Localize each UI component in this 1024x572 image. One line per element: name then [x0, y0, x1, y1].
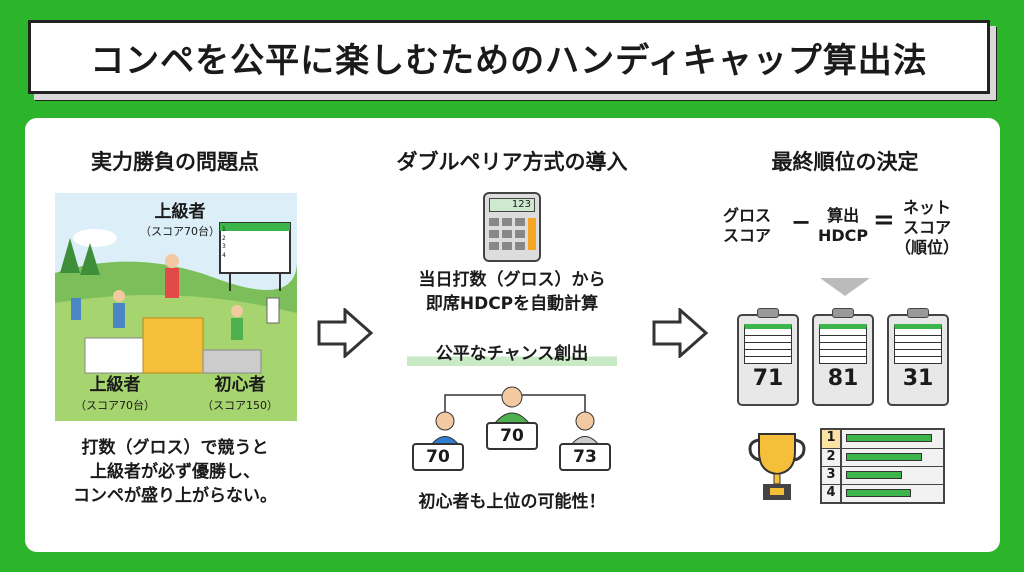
- rank-row: 1: [822, 430, 943, 448]
- score-card: 31: [887, 308, 949, 406]
- rank-row: 2: [822, 448, 943, 466]
- left-player-label: 上級者: [89, 375, 141, 395]
- net-score-value: 31: [902, 366, 934, 391]
- trophy-icon: [748, 433, 806, 500]
- net-score-value: 71: [752, 366, 784, 391]
- arrow-right-icon: [652, 308, 708, 358]
- left-heading: 実力勝負の問題点: [91, 150, 259, 174]
- page-title: コンペを公平に楽しむためのハンディキャップ算出法: [28, 20, 990, 94]
- score-box: 70: [412, 443, 464, 471]
- middle-heading: ダブルペリア方式の導入: [396, 150, 628, 174]
- rank-bar: [846, 489, 912, 497]
- players-icon: [429, 386, 601, 446]
- left-caption: 打数（グロス）で競うと上級者が必ず優勝し、コンペが盛り上がらない。: [73, 438, 277, 506]
- golf-scene-icon: [55, 222, 297, 421]
- fair-chance-highlight: 公平なチャンス創出: [407, 342, 617, 366]
- right-player-sub: （スコア150）: [202, 399, 278, 412]
- rank-number: 4: [822, 485, 842, 502]
- table-icon: [819, 324, 867, 364]
- rank-bar: [846, 434, 932, 442]
- score-box: 73: [559, 443, 611, 471]
- right-heading: 最終順位の決定: [771, 150, 919, 174]
- top-player-sub: （スコア70台）: [140, 225, 220, 238]
- rank-number: 3: [822, 467, 842, 484]
- clip-icon: [907, 308, 929, 318]
- table-icon: [744, 324, 792, 364]
- top-player-label: 上級者: [154, 202, 206, 222]
- rank-row: 3: [822, 466, 943, 484]
- rank-number: 1: [822, 430, 842, 448]
- right-player-label: 初心者: [214, 375, 266, 395]
- score-card: 81: [812, 308, 874, 406]
- rank-bar: [846, 453, 923, 461]
- left-player-sub: （スコア70台）: [75, 399, 155, 412]
- middle-caption: 初心者も上位の可能性！: [418, 492, 606, 512]
- down-triangle-icon: [820, 278, 870, 296]
- ranking-table: 1 2 3 4: [820, 428, 945, 504]
- score-card: 71: [737, 308, 799, 406]
- arrow-right-icon: [317, 308, 373, 358]
- rank-number: 2: [822, 449, 842, 466]
- table-icon: [894, 324, 942, 364]
- rank-row: 4: [822, 484, 943, 502]
- clip-icon: [832, 308, 854, 318]
- score-box: 70: [486, 422, 538, 450]
- calculator-icon: 123: [483, 192, 541, 262]
- middle-description: 当日打数（グロス）から即席HDCPを自動計算: [418, 270, 606, 314]
- net-score-value: 81: [827, 366, 859, 391]
- rank-bar: [846, 471, 902, 479]
- clip-icon: [757, 308, 779, 318]
